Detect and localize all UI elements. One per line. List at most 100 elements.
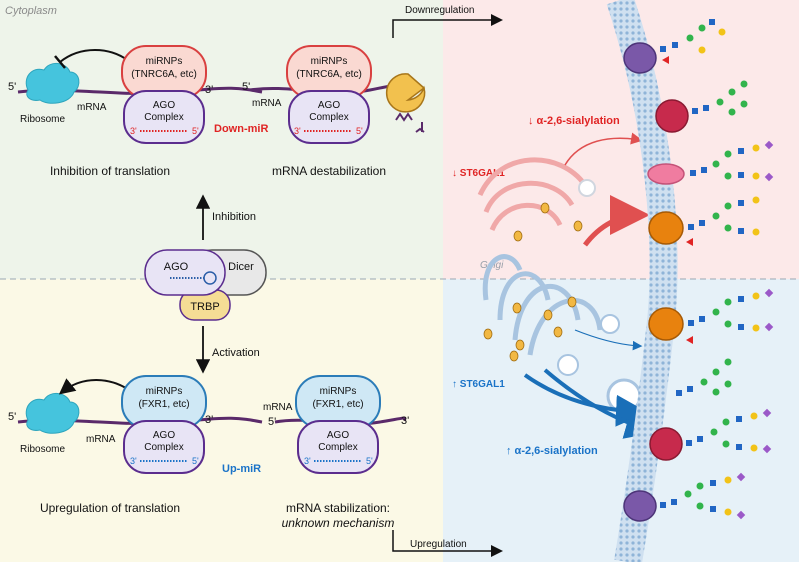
mannose xyxy=(716,98,724,106)
glycoprotein-orange-2 xyxy=(648,288,774,344)
sialic-acid xyxy=(764,288,774,298)
mannose xyxy=(740,80,748,88)
st6gal1-enzyme xyxy=(483,328,493,340)
mannose xyxy=(700,378,708,386)
glcnac xyxy=(690,170,696,176)
sialic-acid xyxy=(762,408,772,418)
five-prime-label: 5' xyxy=(268,416,276,428)
sialic-acid-fucose xyxy=(662,56,669,64)
mannose xyxy=(740,100,748,108)
mirnps-label: miRNPs xyxy=(320,386,357,397)
three-prime-label: 3' xyxy=(205,414,213,426)
ago-label: AGO xyxy=(318,100,340,111)
dicer-label: Dicer xyxy=(228,261,254,273)
ribosome-label: Ribosome xyxy=(20,444,65,455)
glcnac xyxy=(660,502,666,508)
st6gal1-enzyme xyxy=(573,220,583,232)
mannose xyxy=(696,502,704,510)
glcnac xyxy=(688,320,694,326)
mannose xyxy=(724,358,732,366)
glcnac xyxy=(687,386,693,392)
glcnac xyxy=(738,200,744,206)
complex-label: Complex xyxy=(144,112,183,123)
downregulation-label: Downregulation xyxy=(405,5,475,16)
down-mir-label: Down-miR xyxy=(214,123,268,135)
st6gal1-enzyme xyxy=(513,230,523,242)
sialic-acid xyxy=(736,472,746,482)
five-prime-label: 5' xyxy=(8,81,16,93)
golgi-cisterna xyxy=(483,180,575,214)
mannose xyxy=(712,308,720,316)
vesicle xyxy=(600,314,620,334)
complex-label: Complex xyxy=(144,442,183,453)
glcnac xyxy=(699,316,705,322)
mrna-label: mRNA xyxy=(263,402,293,413)
ago-label: AGO xyxy=(164,261,189,273)
st6gal1-enzyme xyxy=(540,202,550,214)
ago-label: AGO xyxy=(153,430,175,441)
glcnac xyxy=(703,105,709,111)
glycoprotein-orange xyxy=(648,196,760,246)
mannose xyxy=(724,380,732,388)
galactose xyxy=(724,476,732,484)
mannose xyxy=(724,202,732,210)
galactose xyxy=(718,28,726,36)
upregulation-arrow xyxy=(392,530,503,557)
sialylation-down-label: ↓ α-2,6-sialylation xyxy=(528,115,620,127)
sialic-acid-fucose xyxy=(686,336,693,344)
glcnac xyxy=(736,416,742,422)
downregulation-arrow xyxy=(392,14,503,38)
trbp-label: TRBP xyxy=(190,301,219,313)
inhibition-bar xyxy=(54,55,66,69)
mannose xyxy=(698,24,706,32)
st6gal1-down-label: ↓ ST6GAL1 xyxy=(452,168,505,179)
st6gal1-enzyme xyxy=(512,302,522,314)
ribosome-label: Ribosome xyxy=(20,114,65,125)
degraded-mrna xyxy=(395,112,413,122)
mannose xyxy=(724,298,732,306)
glcnac xyxy=(671,499,677,505)
mirnps-sub-label: (FXR1, etc) xyxy=(312,399,363,410)
glcnac xyxy=(738,296,744,302)
secretory-vesicle xyxy=(606,378,642,414)
mirnps-label: miRNPs xyxy=(146,56,183,67)
mirna-five-prime: 5' xyxy=(356,126,363,136)
glcnac xyxy=(692,108,698,114)
glcnac xyxy=(701,167,707,173)
galactose xyxy=(752,144,760,152)
galactose xyxy=(752,292,760,300)
st6gal1-enzyme xyxy=(567,296,577,308)
galactose xyxy=(752,172,760,180)
glcnac xyxy=(738,324,744,330)
glcnac xyxy=(688,224,694,230)
up-mir-label: Up-miR xyxy=(222,463,261,475)
cytoplasm-label: Cytoplasm xyxy=(5,5,57,17)
five-prime-label: 5' xyxy=(8,411,16,423)
upregulation-label: Upregulation xyxy=(410,539,467,550)
mirna-five-prime: 5' xyxy=(192,456,199,466)
sialic-acid xyxy=(762,444,772,454)
st6gal1-enzymes xyxy=(483,202,583,362)
protein-body xyxy=(648,211,684,245)
glcnac xyxy=(736,444,742,450)
mannose xyxy=(712,212,720,220)
mirnps-sub-label: (TNRC6A, etc) xyxy=(131,69,197,80)
protein-body xyxy=(655,99,689,133)
inhibition-of-translation-panel: 5' 3' Ribosome mRNA miRNPs (TNRC6A, etc)… xyxy=(8,45,263,178)
mannose xyxy=(724,150,732,158)
mannose xyxy=(724,172,732,180)
glycoprotein-crimson xyxy=(655,80,748,133)
three-prime-label: 3' xyxy=(401,415,409,427)
golgi-cisterna xyxy=(482,254,523,301)
ribosome-icon xyxy=(25,393,80,434)
golgi-cisterna xyxy=(489,202,563,232)
cytoplasm-top-bg xyxy=(0,0,443,279)
stabilization-caption: mRNA stabilization: xyxy=(286,501,390,515)
mirna-three-prime: 3' xyxy=(294,126,301,136)
mirna-five-prime: 5' xyxy=(192,126,199,136)
protein-body xyxy=(623,490,657,522)
mirnps-label: miRNPs xyxy=(311,56,348,67)
destabilization-caption: mRNA destabilization xyxy=(272,164,386,178)
st6gal1-enzyme xyxy=(543,309,553,321)
